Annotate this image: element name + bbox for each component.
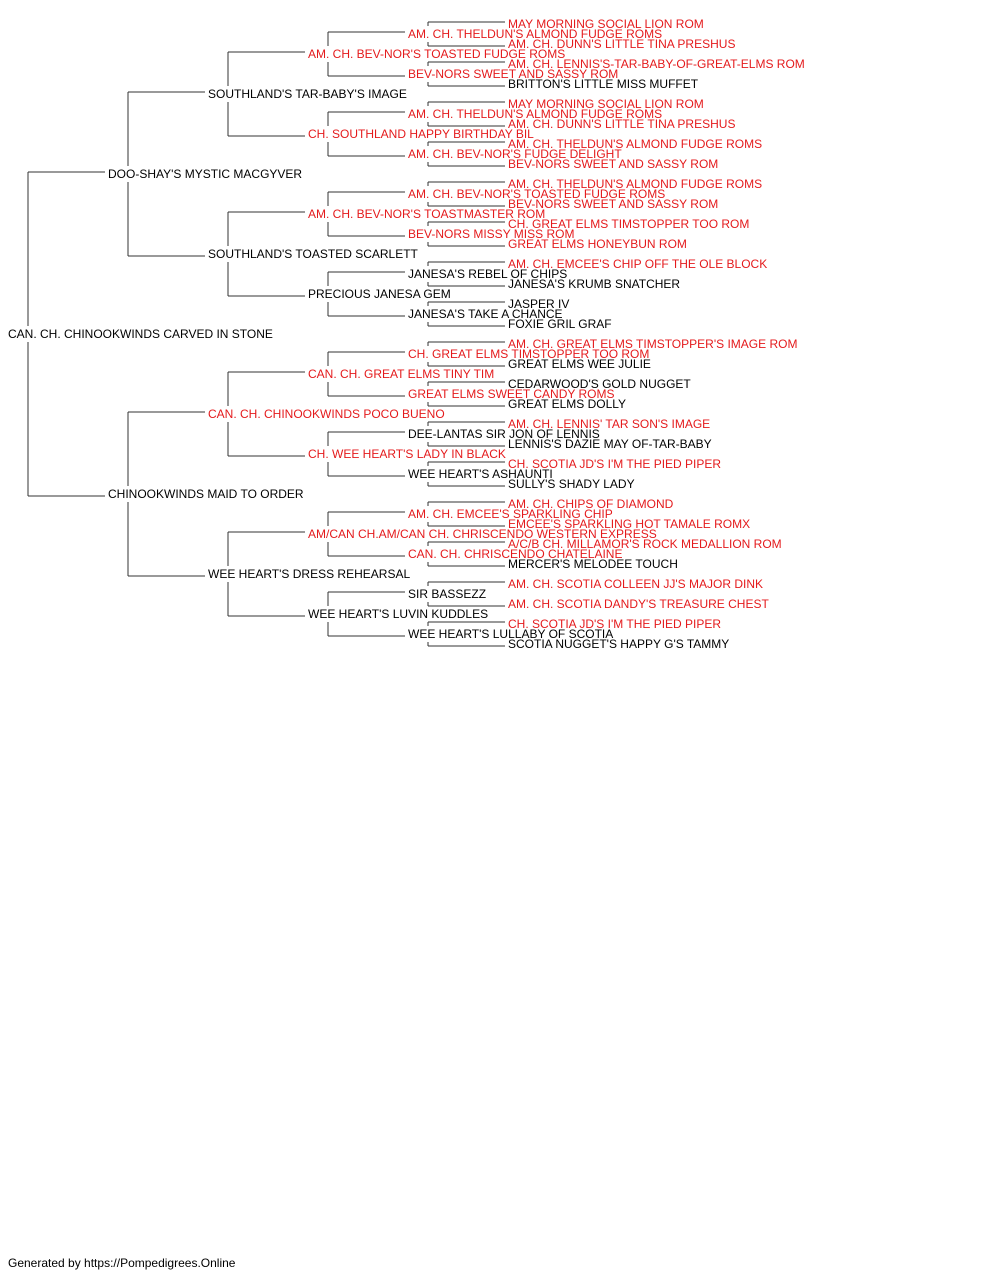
pedigree-name-sire-sire: SOUTHLAND'S TAR-BABY'S IMAGE: [208, 87, 407, 101]
pedigree-name-dam-sire-dam-dam-sire: CH. SCOTIA JD'S I'M THE PIED PIPER: [508, 457, 721, 471]
pedigree-name-dam-sire-sire-dam-dam: GREAT ELMS DOLLY: [508, 397, 626, 411]
footer-credit: Generated by https://Pompedigrees.Online: [8, 1256, 236, 1270]
pedigree-name-dam-dam-dam: WEE HEART'S LUVIN KUDDLES: [308, 607, 488, 621]
pedigree-name-sire-sire-sire: AM. CH. BEV-NOR'S TOASTED FUDGE ROMS: [308, 47, 565, 61]
pedigree-name-dam-sire-sire-sire-dam: GREAT ELMS WEE JULIE: [508, 357, 651, 371]
pedigree-name-dam-dam-sire-sire: AM. CH. EMCEE'S SPARKLING CHIP: [408, 507, 613, 521]
pedigree-name-dam-dam-dam-sire-sire: AM. CH. SCOTIA COLLEEN JJ'S MAJOR DINK: [508, 577, 763, 591]
pedigree-name-dam-dam-sire-sire-sire: AM. CH. CHIPS OF DIAMOND: [508, 497, 674, 511]
pedigree-name-dam: CHINOOKWINDS MAID TO ORDER: [108, 487, 304, 501]
pedigree-name-dam-dam: WEE HEART'S DRESS REHEARSAL: [208, 567, 410, 581]
pedigree-name-sire-sire-dam: CH. SOUTHLAND HAPPY BIRTHDAY BIL: [308, 127, 534, 141]
pedigree-name-dam-sire: CAN. CH. CHINOOKWINDS POCO BUENO: [208, 407, 445, 421]
pedigree-name-sire-sire-sire-sire: AM. CH. THELDUN'S ALMOND FUDGE ROMS: [408, 27, 662, 41]
pedigree-name-sire-dam-sire-dam-dam: GREAT ELMS HONEYBUN ROM: [508, 237, 687, 251]
pedigree-name-dam-dam-sire-dam: CAN. CH. CHRISCENDO CHATELAINE: [408, 547, 622, 561]
pedigree-name-sire-dam-sire-dam: BEV-NORS MISSY MISS ROM: [408, 227, 574, 241]
pedigree-name-sire-dam-sire: AM. CH. BEV-NOR'S TOASTMASTER ROM: [308, 207, 545, 221]
pedigree-name-sire: DOO-SHAY'S MYSTIC MACGYVER: [108, 167, 302, 181]
pedigree-name-sire-sire-dam-sire: AM. CH. THELDUN'S ALMOND FUDGE ROMS: [408, 107, 662, 121]
pedigree-name-dam-dam-dam-sire: SIR BASSEZZ: [408, 587, 486, 601]
pedigree-name-sire-dam-sire-sire: AM. CH. BEV-NOR'S TOASTED FUDGE ROMS: [408, 187, 665, 201]
pedigree-name-dam-dam-dam-dam-dam: SCOTIA NUGGET'S HAPPY G'S TAMMY: [508, 637, 729, 651]
pedigree-name-dam-dam-dam-sire-dam: AM. CH. SCOTIA DANDY'S TREASURE CHEST: [508, 597, 769, 611]
pedigree-name-dam-sire-dam-sire: DEE-LANTAS SIR JON OF LENNIS: [408, 427, 600, 441]
pedigree-name-sire-dam: SOUTHLAND'S TOASTED SCARLETT: [208, 247, 419, 261]
pedigree-name-sire-sire-dam-sire-sire: MAY MORNING SOCIAL LION ROM: [508, 97, 704, 111]
pedigree-name-dam-sire-sire: CAN. CH. GREAT ELMS TINY TIM: [308, 367, 494, 381]
pedigree-name-sire-dam-dam-dam: JANESA'S TAKE A CHANCE: [408, 307, 563, 321]
pedigree-name-sire-sire-sire-dam-dam: BRITTON'S LITTLE MISS MUFFET: [508, 77, 699, 91]
pedigree-name-dam-dam-sire-sire-dam: EMCEE'S SPARKLING HOT TAMALE ROMX: [508, 517, 750, 531]
pedigree-name-sire-sire-dam-dam-sire: AM. CH. THELDUN'S ALMOND FUDGE ROMS: [508, 137, 762, 151]
pedigree-name-sire-dam-dam-sire-sire: AM. CH. EMCEE'S CHIP OFF THE OLE BLOCK: [508, 257, 767, 271]
pedigree-name-sire-sire-sire-sire-sire: MAY MORNING SOCIAL LION ROM: [508, 17, 704, 31]
pedigree-name-sire-dam-dam: PRECIOUS JANESA GEM: [308, 287, 451, 301]
pedigree-name-dam-sire-dam: CH. WEE HEART'S LADY IN BLACK: [308, 447, 506, 461]
pedigree-name-dam-dam-sire-dam-dam: MERCER'S MELODEE TOUCH: [508, 557, 678, 571]
pedigree-name-sire-dam-sire-sire-sire: AM. CH. THELDUN'S ALMOND FUDGE ROMS: [508, 177, 762, 191]
pedigree-name-sire-dam-dam-dam-dam: FOXIE GRIL GRAF: [508, 317, 612, 331]
pedigree-name-dam-sire-dam-dam-dam: SULLY'S SHADY LADY: [508, 477, 635, 491]
pedigree-name-sire-dam-dam-sire-dam: JANESA'S KRUMB SNATCHER: [508, 277, 680, 291]
pedigree-name-sire-dam-sire-dam-sire: CH. GREAT ELMS TIMSTOPPER TOO ROM: [508, 217, 749, 231]
pedigree-name-sire-sire-sire-sire-dam: AM. CH. DUNN'S LITTLE TINA PRESHUS: [508, 37, 735, 51]
pedigree-name-sire-dam-dam-sire: JANESA'S REBEL OF CHIPS: [408, 267, 567, 281]
pedigree-name-dam-dam-sire-dam-sire: A/C/B CH. MILLAMOR'S ROCK MEDALLION ROM: [508, 537, 782, 551]
pedigree-name-sire-sire-dam-dam: AM. CH. BEV-NOR'S FUDGE DELIGHT: [408, 147, 622, 161]
pedigree-name-sire-sire-sire-dam: BEV-NORS SWEET AND SASSY ROM: [408, 67, 618, 81]
pedigree-name-dam-dam-sire: AM/CAN CH.AM/CAN CH. CHRISCENDO WESTERN …: [308, 527, 657, 541]
pedigree-name-dam-sire-dam-dam: WEE HEART'S ASHAUNTI: [408, 467, 553, 481]
pedigree-name-sire-dam-dam-dam-sire: JASPER IV: [508, 297, 569, 311]
pedigree-name-dam-dam-dam-dam: WEE HEART'S LULLABY OF SCOTIA: [408, 627, 613, 641]
pedigree-name-dam-sire-sire-dam: GREAT ELMS SWEET CANDY ROMS: [408, 387, 614, 401]
pedigree-name-sire-dam-sire-sire-dam: BEV-NORS SWEET AND SASSY ROM: [508, 197, 718, 211]
pedigree-name-sire-sire-dam-sire-dam: AM. CH. DUNN'S LITTLE TINA PRESHUS: [508, 117, 735, 131]
pedigree-name-dam-sire-dam-sire-dam: LENNIS'S DAZIE MAY OF-TAR-BABY: [508, 437, 712, 451]
pedigree-name-dam-sire-sire-sire: CH. GREAT ELMS TIMSTOPPER TOO ROM: [408, 347, 649, 361]
pedigree-name-sire-sire-dam-dam-dam: BEV-NORS SWEET AND SASSY ROM: [508, 157, 718, 171]
pedigree-name-subject: CAN. CH. CHINOOKWINDS CARVED IN STONE: [8, 327, 273, 341]
pedigree-name-dam-dam-dam-dam-sire: CH. SCOTIA JD'S I'M THE PIED PIPER: [508, 617, 721, 631]
pedigree-name-dam-sire-sire-sire-sire: AM. CH. GREAT ELMS TIMSTOPPER'S IMAGE RO…: [508, 337, 797, 351]
pedigree-name-sire-sire-sire-dam-sire: AM. CH. LENNIS'S-TAR-BABY-OF-GREAT-ELMS …: [508, 57, 805, 71]
pedigree-name-dam-sire-sire-dam-sire: CEDARWOOD'S GOLD NUGGET: [508, 377, 691, 391]
pedigree-name-dam-sire-dam-sire-sire: AM. CH. LENNIS' TAR SON'S IMAGE: [508, 417, 710, 431]
